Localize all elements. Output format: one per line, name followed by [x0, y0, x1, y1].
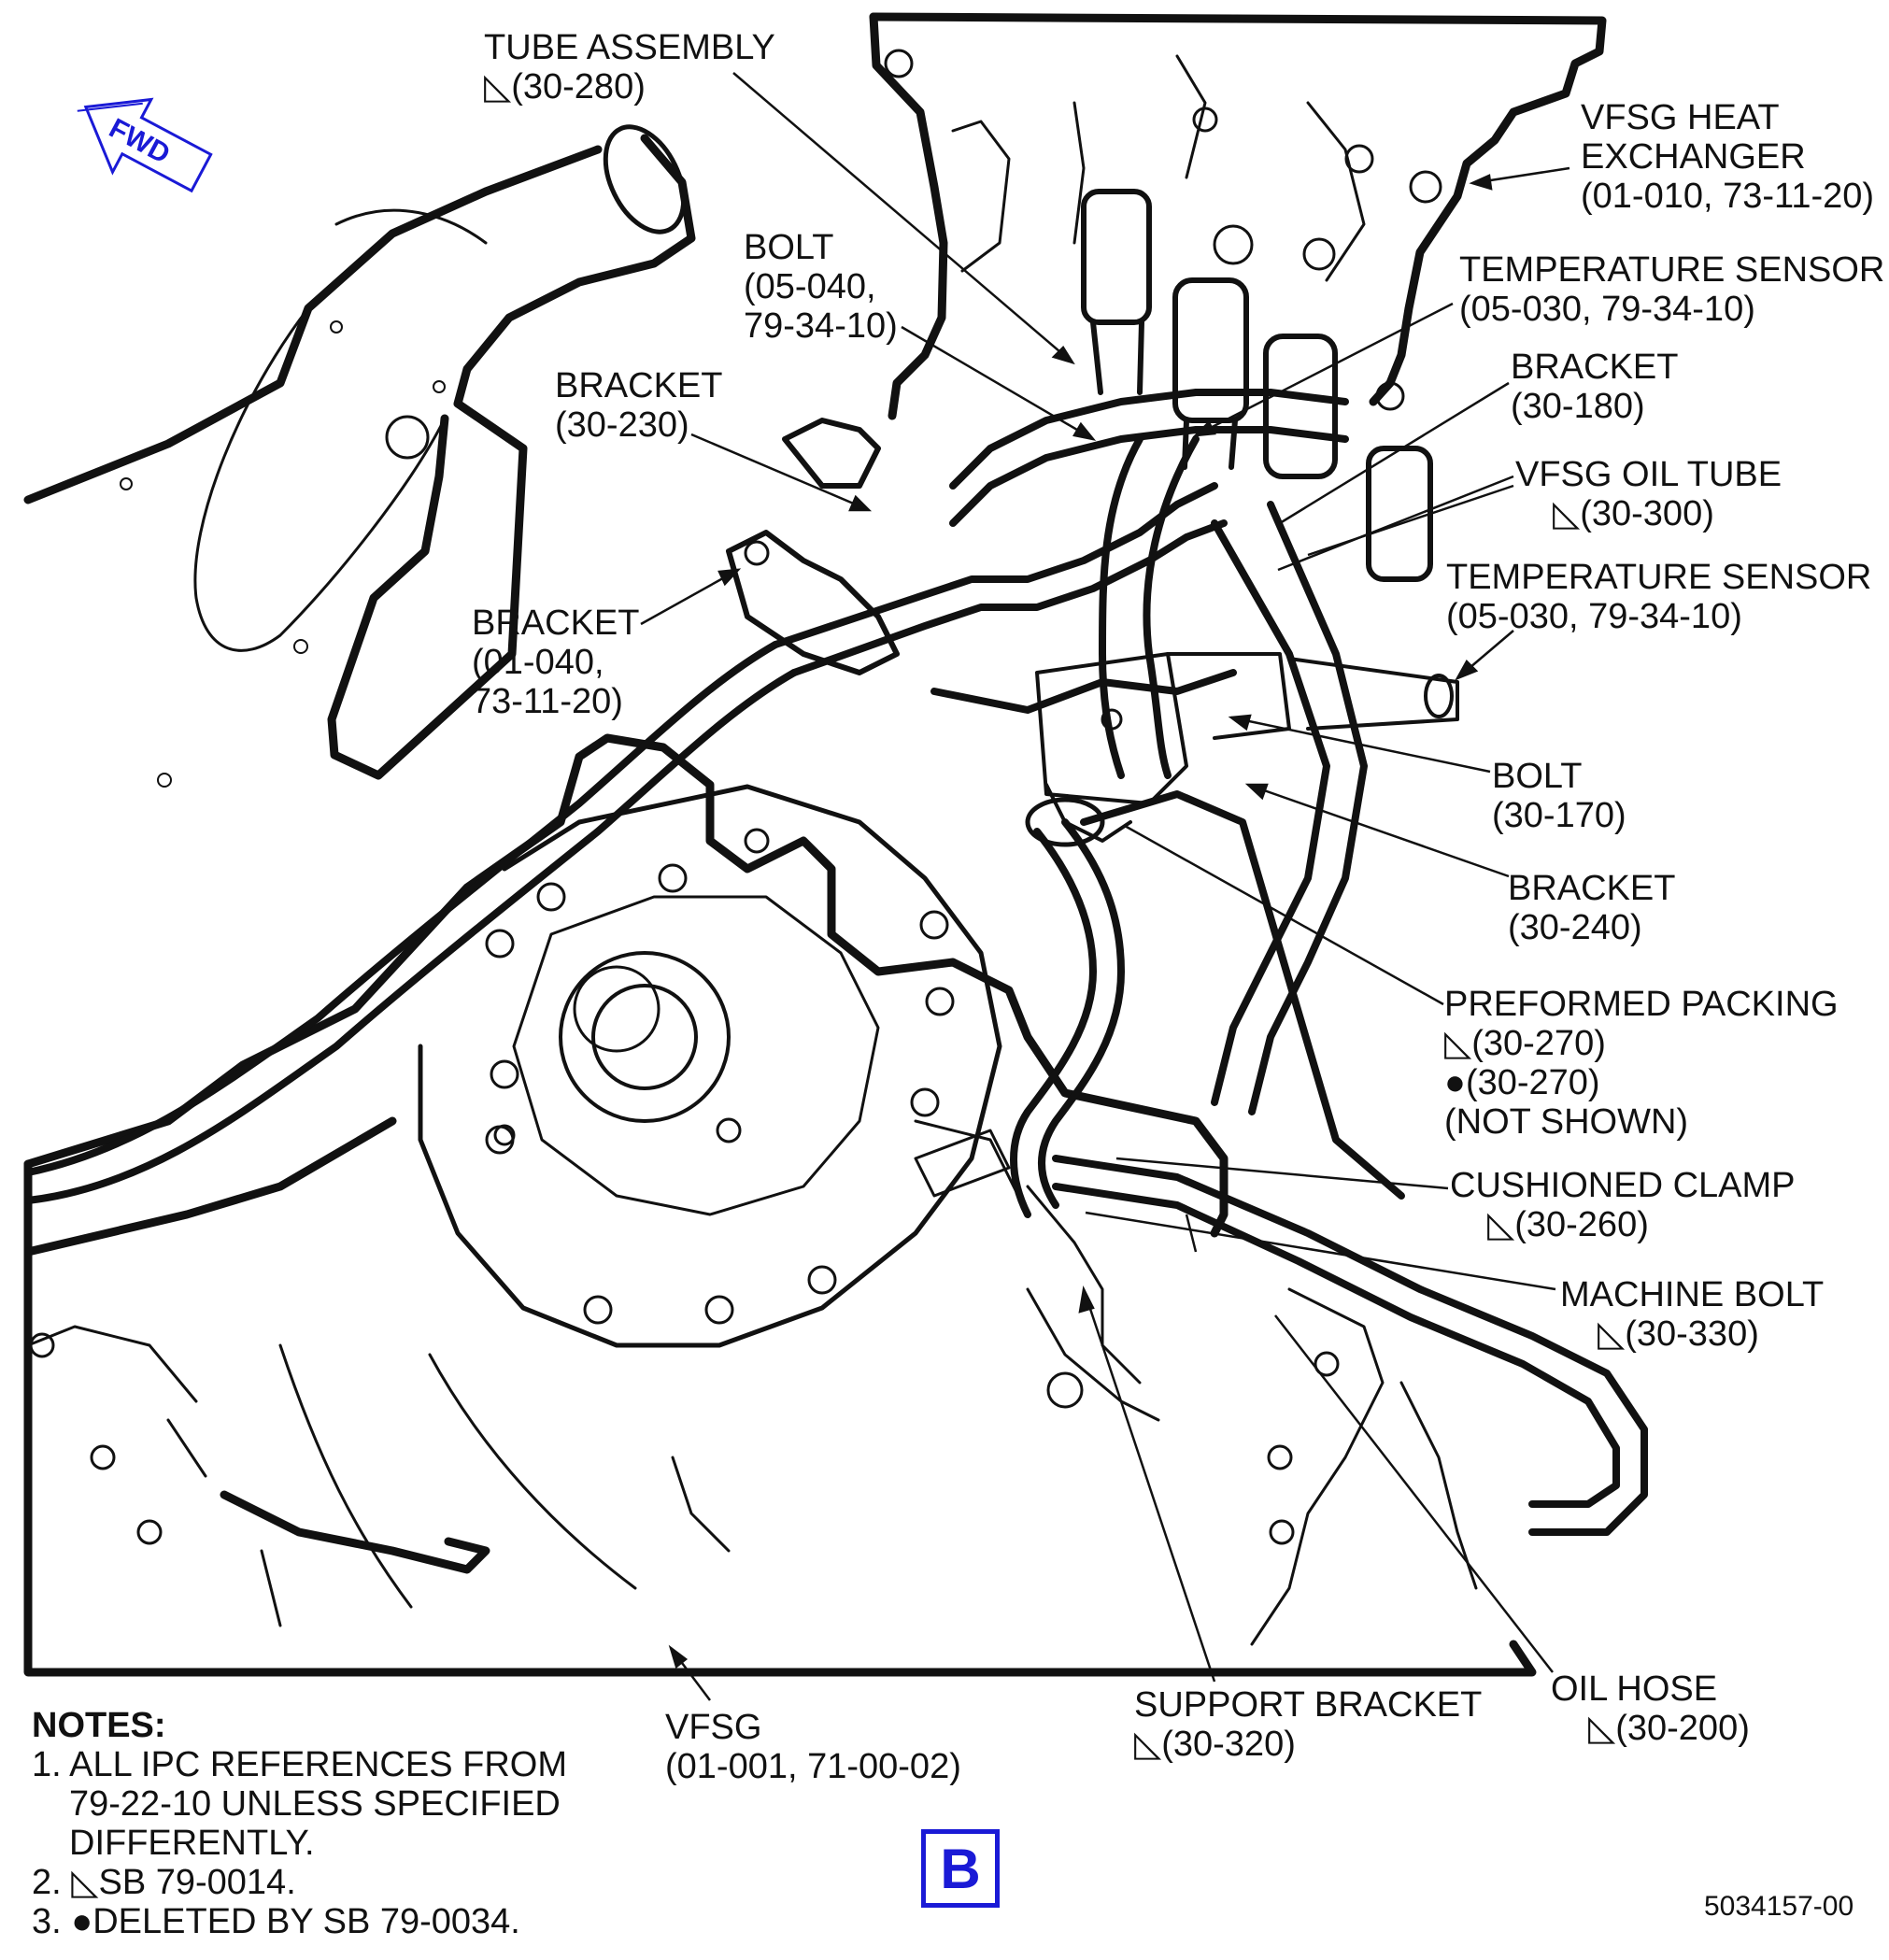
- vfsg-heat-exchanger-drawing: [869, 12, 1607, 582]
- notes-title: NOTES:: [32, 1706, 166, 1745]
- note-2: 2. ◺SB 79-0014.: [32, 1863, 296, 1902]
- callout-bracket-30-230: BRACKET (30-230): [555, 366, 723, 445]
- vfsg-drawing: [278, 784, 1030, 1609]
- note-3: 3. ●DELETED BY SB 79-0034.: [32, 1902, 520, 1941]
- callout-vfsg: VFSG (01-001, 71-00-02): [665, 1708, 961, 1786]
- callout-preformed-packing: PREFORMED PACKING ◺(30-270) ●(30-270) (N…: [1444, 985, 1839, 1142]
- callout-bracket-01-040: BRACKET (01-040, 73-11-20): [472, 604, 640, 721]
- callout-support-bracket: SUPPORT BRACKET ◺(30-320): [1134, 1685, 1483, 1764]
- bracket-drawings: [726, 418, 1478, 1646]
- callout-bracket-30-240: BRACKET (30-240): [1508, 869, 1676, 947]
- drawing-number: 5034157-00: [1704, 1891, 1854, 1922]
- fwd-arrow-icon: FWD: [77, 97, 213, 193]
- callout-temperature-sensor-2: TEMPERATURE SENSOR (05-030, 79-34-10): [1446, 558, 1872, 636]
- note-1: 1. ALL IPC REFERENCES FROM: [32, 1745, 567, 1784]
- callout-machine-bolt: MACHINE BOLT ◺(30-330): [1560, 1275, 1825, 1354]
- view-letter-box: B: [921, 1829, 1000, 1908]
- callout-oil-hose: OIL HOSE ◺(30-200): [1551, 1669, 1750, 1748]
- callout-cushioned-clamp: CUSHIONED CLAMP ◺(30-260): [1450, 1166, 1796, 1244]
- callout-vfsg-heat-exchanger: VFSG HEAT EXCHANGER (01-010, 73-11-20): [1581, 98, 1875, 216]
- tube-assembly-drawing: [23, 124, 696, 788]
- callout-vfsg-oil-tube: VFSG OIL TUBE ◺(30-300): [1515, 455, 1782, 533]
- vfsg-oil-tube-drawing: [24, 389, 1648, 1536]
- leader-lines: [640, 72, 1570, 1701]
- callout-bolt-05-040: BOLT (05-040, 79-34-10): [744, 228, 898, 346]
- callout-temperature-sensor-1: TEMPERATURE SENSOR (05-030, 79-34-10): [1459, 250, 1885, 329]
- callout-tube-assembly: TUBE ASSEMBLY ◺(30-280): [484, 28, 775, 107]
- notes-block: NOTES: 1. ALL IPC REFERENCES FROM 79-22-…: [32, 1706, 567, 1941]
- callout-bolt-30-170: BOLT (30-170): [1492, 757, 1626, 835]
- callout-bracket-30-180: BRACKET (30-180): [1511, 348, 1679, 426]
- note-1-line-3: DIFFERENTLY.: [69, 1824, 315, 1863]
- note-1-line-2: 79-22-10 UNLESS SPECIFIED: [69, 1784, 561, 1824]
